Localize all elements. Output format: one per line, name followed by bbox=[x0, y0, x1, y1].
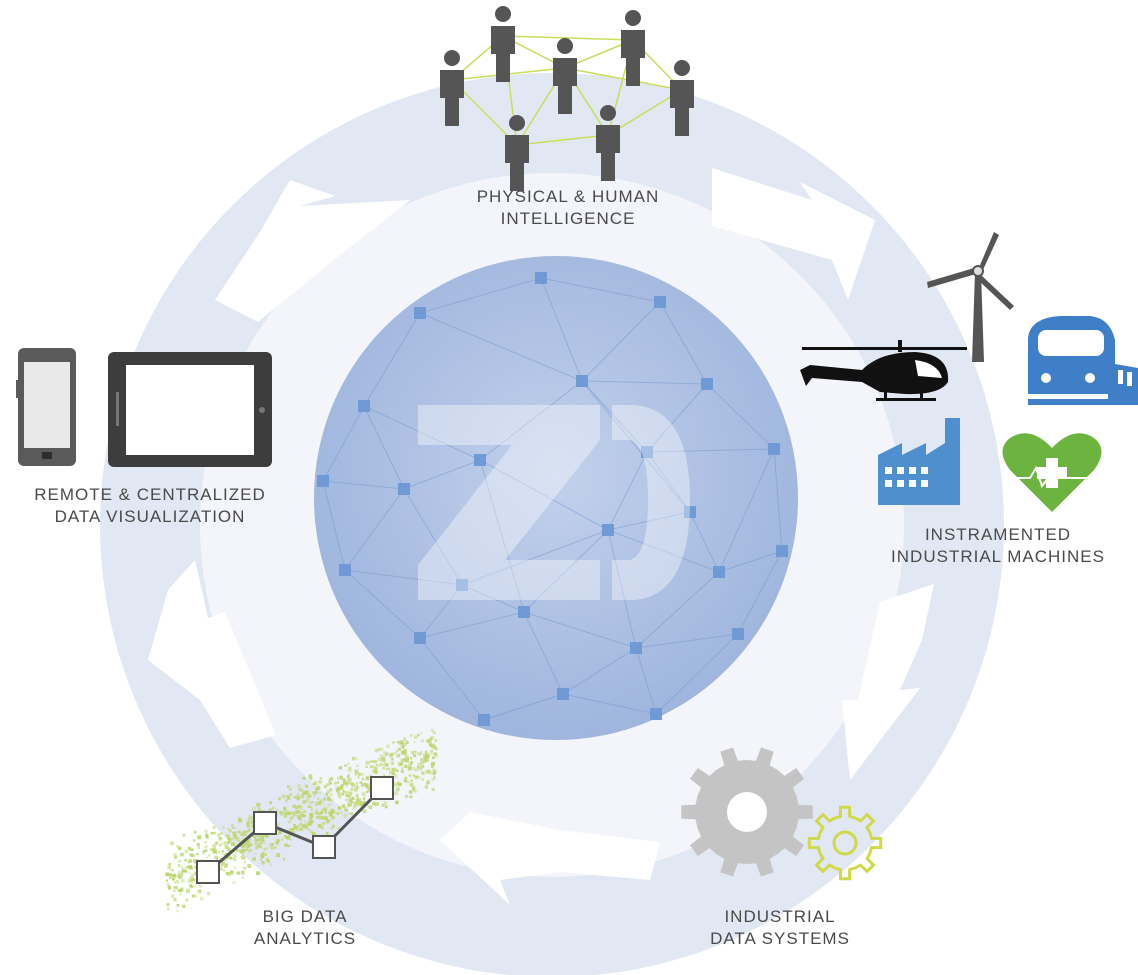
label-line: BIG DATA bbox=[262, 907, 348, 926]
person-icon bbox=[491, 6, 515, 82]
center-globe bbox=[314, 256, 798, 740]
label-line: DATA VISUALIZATION bbox=[54, 507, 246, 526]
globe-node bbox=[701, 378, 713, 390]
wind-turbine-icon bbox=[927, 232, 1014, 362]
label-remote-data-visualization: REMOTE & CENTRALIZED DATA VISUALIZATION bbox=[0, 484, 300, 528]
person-icon bbox=[670, 60, 694, 136]
globe-node bbox=[768, 443, 780, 455]
globe-node bbox=[414, 632, 426, 644]
person-icon bbox=[440, 50, 464, 126]
globe-node bbox=[317, 475, 329, 487]
cycle-arrows bbox=[148, 168, 934, 905]
analytics-group bbox=[165, 728, 438, 913]
tablet-icon bbox=[108, 352, 272, 467]
phone-icon bbox=[16, 348, 76, 466]
person-icon bbox=[621, 10, 645, 86]
analytics-point bbox=[312, 835, 336, 859]
arrow-right-icon bbox=[842, 584, 934, 780]
globe-node bbox=[650, 708, 662, 720]
label-line: PHYSICAL & HUMAN bbox=[476, 187, 660, 206]
label-physical-human-intelligence: PHYSICAL & HUMAN INTELLIGENCE bbox=[418, 186, 718, 230]
people-network bbox=[440, 6, 694, 191]
globe-node bbox=[630, 642, 642, 654]
helicopter-icon bbox=[800, 340, 967, 401]
gears-group bbox=[681, 747, 883, 881]
arrow-top-left-icon bbox=[215, 180, 410, 322]
label-line: ANALYTICS bbox=[253, 929, 357, 948]
person-icon bbox=[553, 38, 577, 114]
globe-node bbox=[641, 446, 653, 458]
label-line: INDUSTRIAL bbox=[724, 907, 836, 926]
analytics-point bbox=[253, 811, 277, 835]
analytics-trend-line bbox=[207, 786, 384, 874]
label-line: INSTRAMENTED bbox=[924, 525, 1072, 544]
globe-node bbox=[654, 296, 666, 308]
globe-node bbox=[474, 454, 486, 466]
label-line: INTELLIGENCE bbox=[500, 209, 636, 228]
label-line: REMOTE & CENTRALIZED bbox=[34, 485, 266, 504]
analytics-point bbox=[370, 776, 394, 800]
globe-node bbox=[557, 688, 569, 700]
globe-node bbox=[684, 506, 696, 518]
label-instrumented-machines: INSTRAMENTED INDUSTRIAL MACHINES bbox=[858, 524, 1138, 568]
globe-node bbox=[602, 524, 614, 536]
globe-node bbox=[518, 606, 530, 618]
globe-node bbox=[358, 400, 370, 412]
person-icon bbox=[596, 105, 620, 181]
analytics-point bbox=[196, 860, 220, 884]
machines-group bbox=[800, 232, 1138, 512]
label-line: INDUSTRIAL MACHINES bbox=[891, 547, 1105, 566]
globe-node bbox=[732, 628, 744, 640]
label-line: DATA SYSTEMS bbox=[710, 929, 850, 948]
arrow-left-icon bbox=[148, 560, 276, 748]
globe-node bbox=[478, 714, 490, 726]
globe-node bbox=[713, 566, 725, 578]
train-icon bbox=[1028, 316, 1138, 405]
arrow-bottom-icon bbox=[440, 812, 660, 905]
globe-node bbox=[414, 307, 426, 319]
person-icon bbox=[505, 115, 529, 191]
large-gear-icon bbox=[681, 747, 813, 877]
globe-node bbox=[776, 545, 788, 557]
factory-icon bbox=[878, 418, 960, 505]
globe-node bbox=[576, 375, 588, 387]
devices-group bbox=[16, 348, 272, 467]
globe-node bbox=[398, 483, 410, 495]
zd-logo-icon bbox=[418, 405, 690, 600]
arrow-top-right-icon bbox=[712, 168, 875, 300]
label-big-data-analytics: BIG DATA ANALYTICS bbox=[185, 906, 425, 950]
small-gear-icon bbox=[807, 805, 883, 881]
globe-node bbox=[456, 579, 468, 591]
globe-node bbox=[339, 564, 351, 576]
label-industrial-data-systems: INDUSTRIAL DATA SYSTEMS bbox=[660, 906, 900, 950]
health-heart-icon bbox=[1002, 433, 1102, 512]
globe-node bbox=[535, 272, 547, 284]
